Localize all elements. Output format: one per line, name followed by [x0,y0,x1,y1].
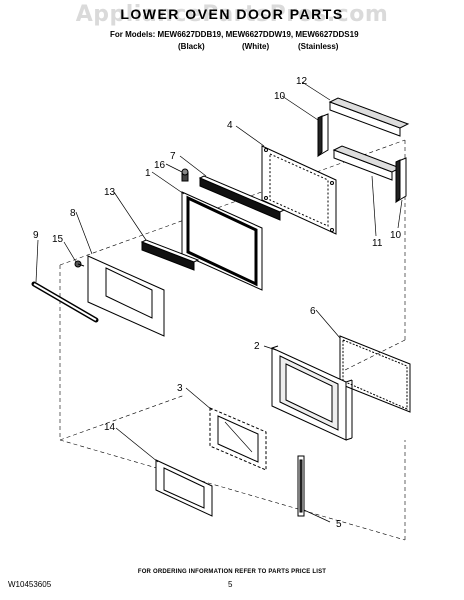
callout-4: 4 [227,120,233,131]
color-label-white: (White) [242,42,270,51]
color-label-black: (Black) [178,42,205,51]
callout-16: 16 [154,160,166,171]
part-door-handle [31,281,99,323]
part-window-frame [155,459,213,517]
part-window-pack [209,407,267,471]
callout-14: 14 [104,422,116,433]
callout-7: 7 [170,151,176,162]
ordering-info: FOR ORDERING INFORMATION REFER TO PARTS … [137,569,327,575]
part-side-cap-upper [317,113,329,158]
guide-lines [59,139,406,541]
part-inner-glass [261,145,337,235]
callout-15: 15 [52,234,64,245]
callout-13: 13 [104,187,116,198]
part-door-frame [181,191,263,291]
part-outer-door-panel [87,255,165,337]
part-hinge-bracket [297,455,305,517]
page-title: LOWER OVEN DOOR PARTS [120,6,344,22]
callout-6: 6 [310,306,316,317]
callout-1: 1 [145,168,151,179]
page-number: 5 [228,580,233,589]
callout-10-upper: 10 [274,91,286,102]
callout-9: 9 [33,230,39,241]
leader-lines [35,81,403,523]
part-inner-door-liner [271,345,353,441]
part-window-trim [140,239,200,271]
callout-2: 2 [254,341,260,352]
callout-8: 8 [70,208,76,219]
color-label-stainless: (Stainless) [298,42,339,51]
part-side-cap-lower [395,157,407,204]
part-top-trim [328,97,410,137]
part-bottom-trim [332,145,402,181]
part-screw-16 [181,168,189,182]
models-line: For Models: MEW6627DDB19, MEW6627DDW19, … [110,30,359,39]
part-door-gasket [339,335,411,413]
part-screw-15 [74,260,85,268]
callout-12: 12 [296,76,308,87]
document-number: W10453605 [8,580,52,589]
callout-5: 5 [336,519,342,530]
callout-3: 3 [177,383,183,394]
part-glass-support [198,175,286,221]
callout-10-lower: 10 [390,230,402,241]
callout-11: 11 [372,238,383,249]
